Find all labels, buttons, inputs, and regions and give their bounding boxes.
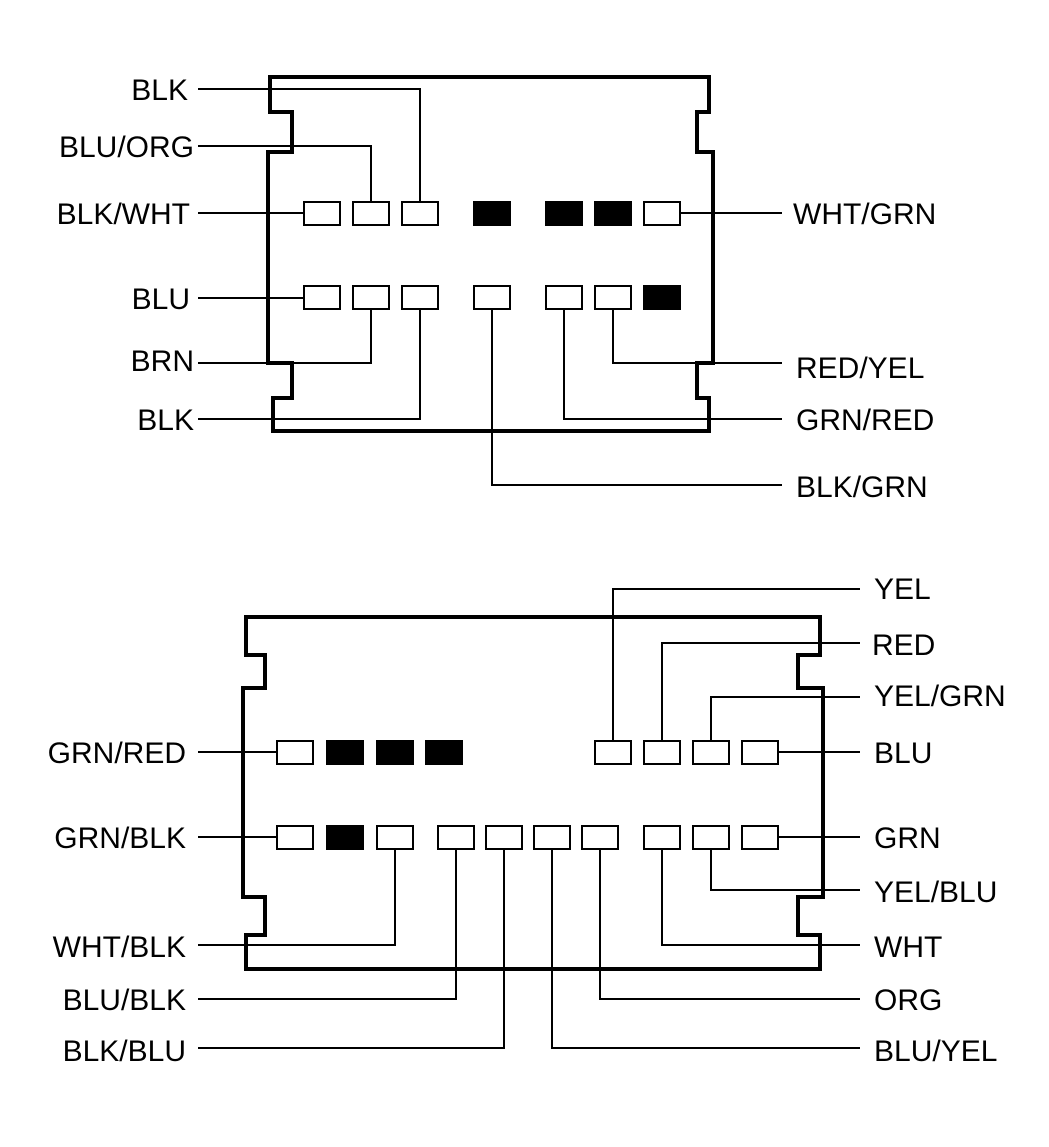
wire-label: ORG [874, 984, 942, 1017]
empty-pin-cavity [643, 825, 681, 850]
wire-label: WHT/BLK [53, 931, 186, 964]
leader-line [198, 849, 505, 1049]
leader-line [661, 642, 860, 741]
filled-pin-cavity [376, 740, 414, 765]
empty-pin-cavity [352, 285, 390, 310]
leader-line [198, 145, 372, 202]
wire-label: BLK/WHT [57, 198, 190, 231]
leader-line [599, 849, 860, 1000]
leader-line [198, 849, 457, 1000]
empty-pin-cavity [594, 285, 632, 310]
wire-label: BLU/BLK [63, 984, 186, 1017]
empty-pin-cavity [276, 740, 314, 765]
wire-label: BLU/ORG [59, 131, 194, 164]
wire-label: WHT/GRN [793, 198, 936, 231]
filled-pin-cavity [326, 740, 364, 765]
upper-connector: BLK BLU/ORG BLK/WHT BLU BRN BLK WHT/GRN … [57, 74, 937, 504]
leader-line [661, 849, 860, 946]
lower-wire-labels: GRN/RED GRN/BLK WHT/BLK BLU/BLK BLK/BLU … [48, 573, 1006, 1068]
empty-pin-cavity [303, 285, 341, 310]
empty-pin-cavity [401, 285, 439, 310]
empty-pin-cavity [533, 825, 571, 850]
filled-pin-cavity [545, 201, 583, 226]
empty-pin-cavity [437, 825, 475, 850]
wire-label: BLK/GRN [796, 471, 928, 504]
lower-row-1 [276, 740, 779, 765]
wire-label: BLK [131, 74, 188, 107]
leader-line [198, 88, 421, 202]
leader-line [491, 309, 782, 486]
empty-pin-cavity [741, 740, 779, 765]
leader-line [198, 309, 421, 420]
empty-pin-cavity [376, 825, 414, 850]
wire-label: GRN/RED [48, 737, 186, 770]
empty-pin-cavity [545, 285, 583, 310]
empty-pin-cavity [401, 201, 439, 226]
empty-pin-cavity [303, 201, 341, 226]
leader-line [563, 309, 782, 420]
wire-label: BLK/BLU [63, 1035, 186, 1068]
wire-label: YEL/GRN [874, 680, 1006, 713]
empty-pin-cavity [692, 740, 730, 765]
lower-connector: GRN/RED GRN/BLK WHT/BLK BLU/BLK BLK/BLU … [48, 573, 1006, 1068]
wire-label: BLU [874, 737, 932, 770]
wire-label: WHT [874, 931, 942, 964]
empty-pin-cavity [643, 740, 681, 765]
filled-pin-cavity [643, 285, 681, 310]
wire-label: BLU/YEL [874, 1035, 997, 1068]
wire-label: YEL/BLU [874, 876, 997, 909]
lower-leader-lines [198, 588, 860, 1049]
leader-line [710, 696, 860, 741]
leader-line [710, 849, 860, 891]
filled-pin-cavity [425, 740, 463, 765]
empty-pin-cavity [581, 825, 619, 850]
empty-pin-cavity [276, 825, 314, 850]
wire-label: GRN/RED [796, 404, 934, 437]
leader-line [612, 588, 860, 741]
upper-row-2 [303, 285, 681, 310]
filled-pin-cavity [473, 201, 511, 226]
wire-label: BRN [131, 345, 194, 378]
wire-label: YEL [874, 573, 931, 606]
empty-pin-cavity [692, 825, 730, 850]
empty-pin-cavity [485, 825, 523, 850]
empty-pin-cavity [473, 285, 511, 310]
upper-leader-lines [198, 88, 782, 486]
wire-label: BLU [132, 283, 190, 316]
empty-pin-cavity [352, 201, 390, 226]
wire-label: RED/YEL [796, 352, 924, 385]
lower-row-2 [276, 825, 779, 850]
wire-label: GRN/BLK [54, 822, 186, 855]
empty-pin-cavity [741, 825, 779, 850]
upper-row-1 [303, 201, 681, 226]
empty-pin-cavity [643, 201, 681, 226]
leader-line [198, 309, 372, 364]
leader-line [198, 849, 396, 946]
leader-line [551, 849, 860, 1049]
wire-label: RED [872, 629, 935, 662]
leader-line [612, 309, 782, 364]
wire-label: GRN [874, 822, 941, 855]
upper-connector-housing [266, 75, 715, 433]
filled-pin-cavity [594, 201, 632, 226]
wire-label: BLK [137, 404, 194, 437]
empty-pin-cavity [594, 740, 632, 765]
lower-connector-housing [241, 615, 825, 971]
upper-wire-labels: BLK BLU/ORG BLK/WHT BLU BRN BLK WHT/GRN … [57, 74, 937, 504]
filled-pin-cavity [326, 825, 364, 850]
